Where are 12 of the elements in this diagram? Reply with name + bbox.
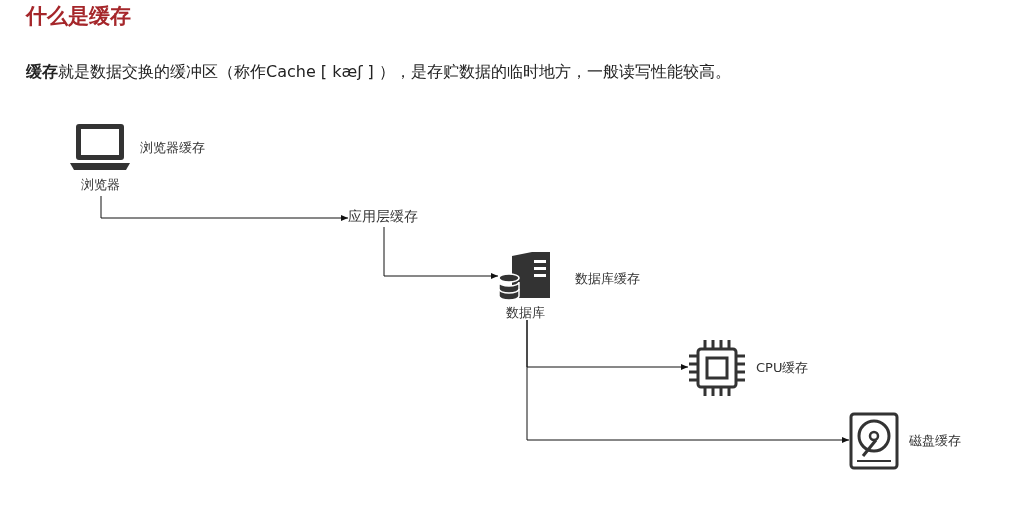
connector-arrow (526, 319, 850, 443)
node-label: 磁盘缓存 (909, 432, 961, 450)
description-text: 缓存就是数据交换的缓冲区（称作Cache [ kæʃ ] ），是存贮数据的临时地方，一般读写性能较高。 (26, 62, 731, 83)
cache-label: 数据库缓存 (575, 270, 640, 288)
title: 什么是缓存 (26, 3, 131, 30)
cache-label: 浏览器缓存 (140, 139, 205, 157)
connector-arrow (100, 195, 349, 221)
node-label: 浏览器 (80, 176, 120, 194)
node-label: 数据库 (505, 304, 545, 322)
node-label: 应用层缓存 (348, 208, 418, 226)
connector-arrow (383, 226, 499, 279)
node-label: CPU缓存 (756, 359, 809, 377)
